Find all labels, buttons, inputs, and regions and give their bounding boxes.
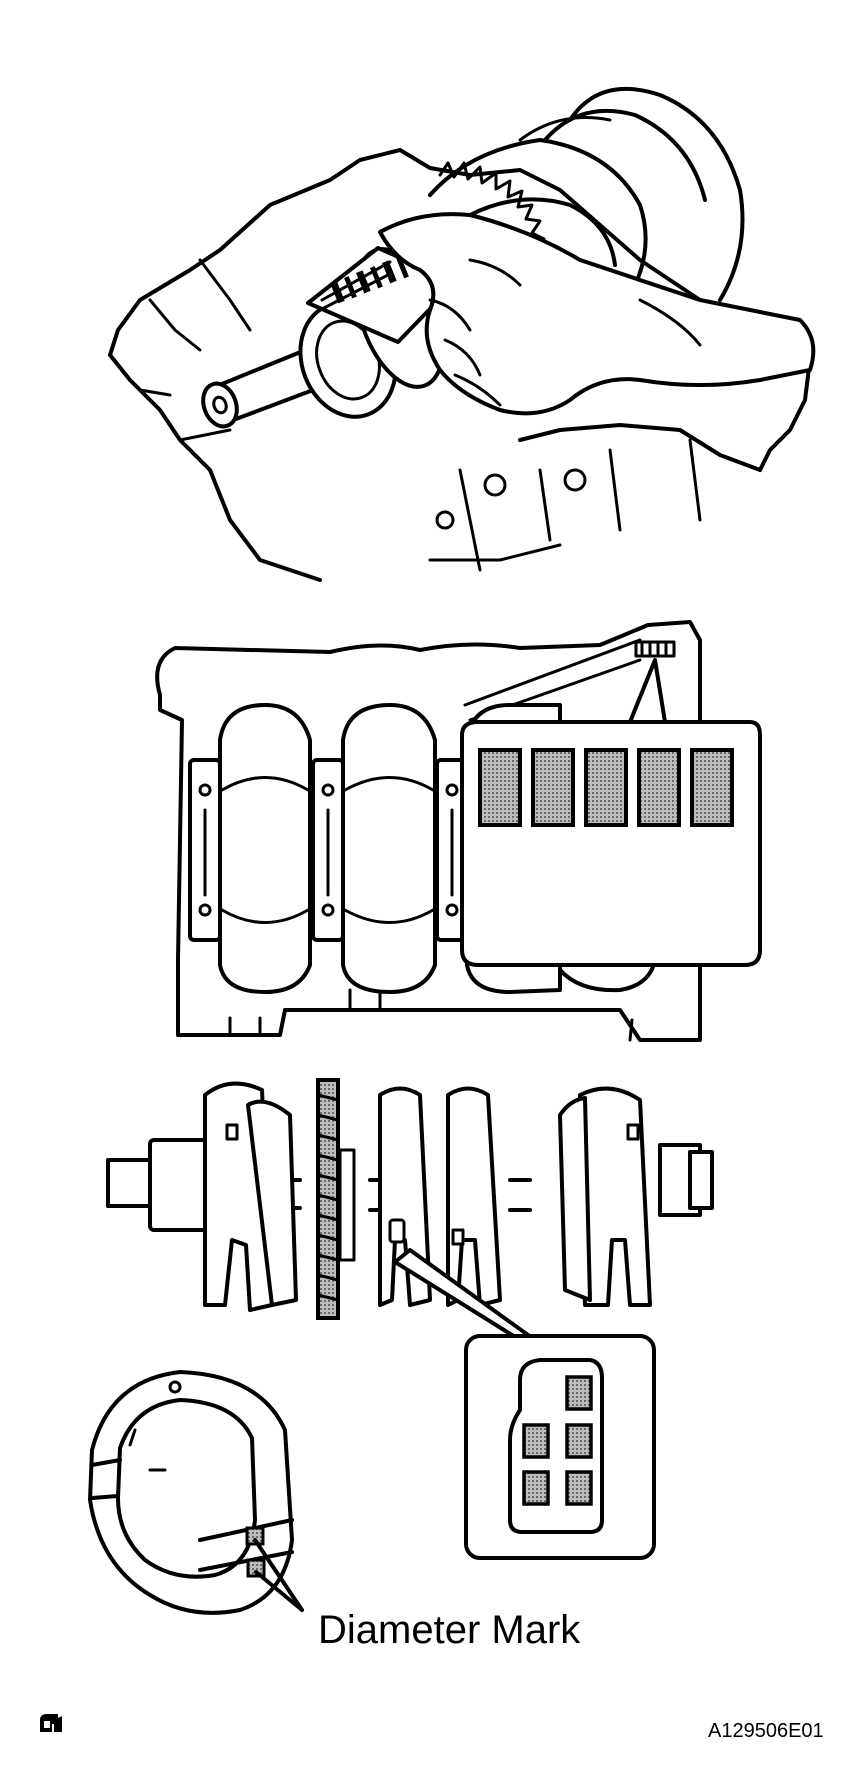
panel-block-journal-marks [155, 620, 762, 1042]
figure-id: A129506E01 [708, 1720, 824, 1742]
panel-bearing [88, 1370, 304, 1615]
plastigage-scale [330, 256, 409, 304]
crank-diameter-marks [522, 1375, 593, 1506]
panel-crankshaft [106, 1078, 714, 1560]
panel-plastigage-reading [108, 86, 816, 582]
hint-note-icon [40, 1714, 62, 1732]
diameter-mark-label: Diameter Mark [318, 1608, 581, 1652]
block-diameter-marks [478, 748, 734, 827]
